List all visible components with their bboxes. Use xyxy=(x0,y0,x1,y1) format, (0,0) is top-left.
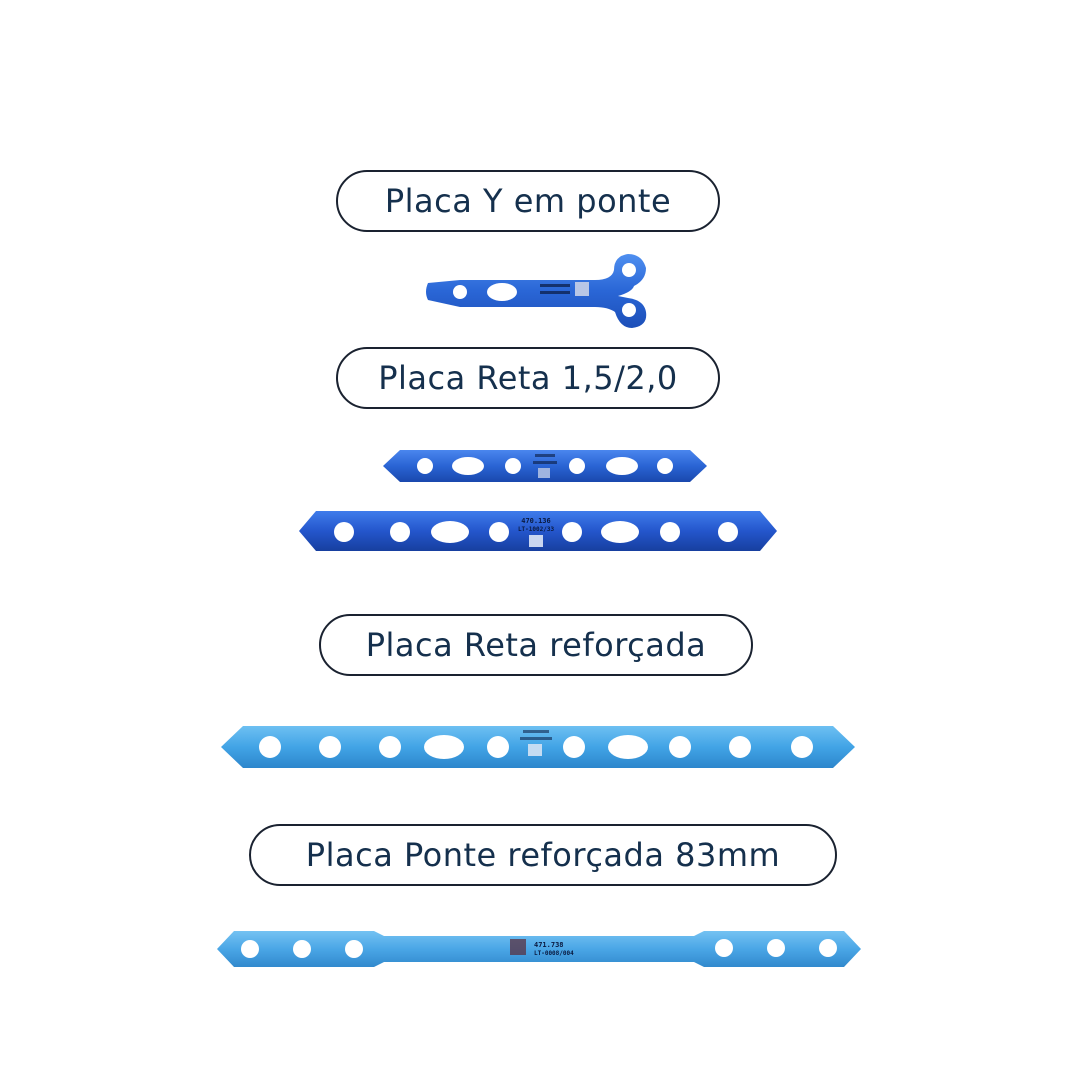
label-reinforced-plate: Placa Reta reforçada xyxy=(319,614,753,676)
bridge-reinforced-plate-image: 471.738 LT-0008/004 xyxy=(217,931,861,967)
straight-long-engraving-bottom: LT-1002/33 xyxy=(518,526,555,533)
label-bridge-reinforced-text: Placa Ponte reforçada 83mm xyxy=(305,836,781,874)
bridge-logo-mark xyxy=(510,939,526,955)
y-bridge-plate-image xyxy=(426,254,647,328)
reinforced-plate-image xyxy=(221,726,855,768)
label-y-bridge-text: Placa Y em ponte xyxy=(384,182,672,220)
straight-plate-long-image: 470.136 LT-1002/33 xyxy=(299,511,777,551)
bridge-engraving-bottom: LT-0008/004 xyxy=(534,950,574,957)
label-straight-text: Placa Reta 1,5/2,0 xyxy=(378,359,678,397)
label-bridge-reinforced-plate: Placa Ponte reforçada 83mm xyxy=(249,824,837,886)
label-reinforced-text: Placa Reta reforçada xyxy=(365,626,707,664)
label-straight-plate: Placa Reta 1,5/2,0 xyxy=(336,347,720,409)
bridge-engraving-top: 471.738 xyxy=(534,941,564,949)
straight-plate-short-image xyxy=(383,450,707,482)
logo-mark xyxy=(529,535,543,547)
label-y-bridge-plate: Placa Y em ponte xyxy=(336,170,720,232)
straight-long-engraving-top: 470.136 xyxy=(521,517,551,525)
